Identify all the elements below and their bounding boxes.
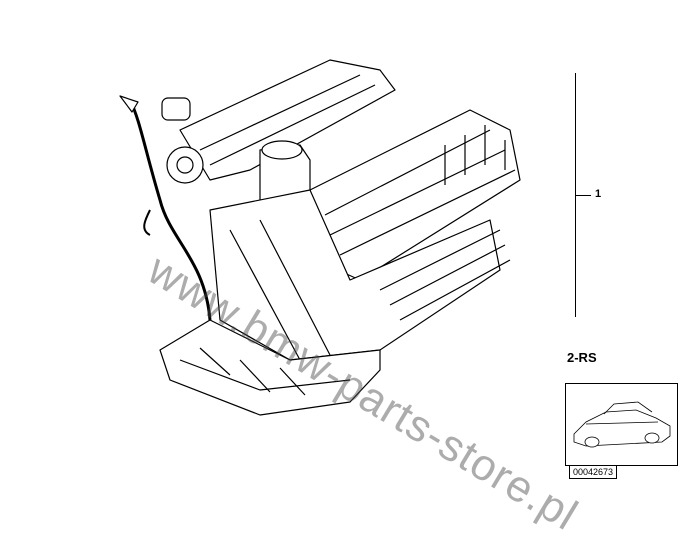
vehicle-thumbnail[interactable] — [565, 383, 678, 466]
car-icon — [573, 401, 671, 448]
parts-diagram: www.bmw-parts-store.pl 1 2-RS 00042673 — [119, 59, 678, 540]
oil-cap — [161, 97, 191, 121]
thumbnail-id: 00042673 — [569, 465, 618, 479]
callout-number-1: 1 — [595, 188, 602, 200]
dipstick-tube — [128, 99, 212, 321]
oil-pan — [159, 319, 381, 416]
pulley-upper — [166, 146, 204, 184]
engine-drawing — [119, 59, 521, 416]
callout-bracket-line — [575, 73, 576, 317]
callout-leader-line — [576, 195, 591, 196]
reference-label: 2-RS — [567, 350, 597, 365]
left-cylinder-head — [179, 59, 396, 181]
engine-block — [209, 189, 501, 361]
